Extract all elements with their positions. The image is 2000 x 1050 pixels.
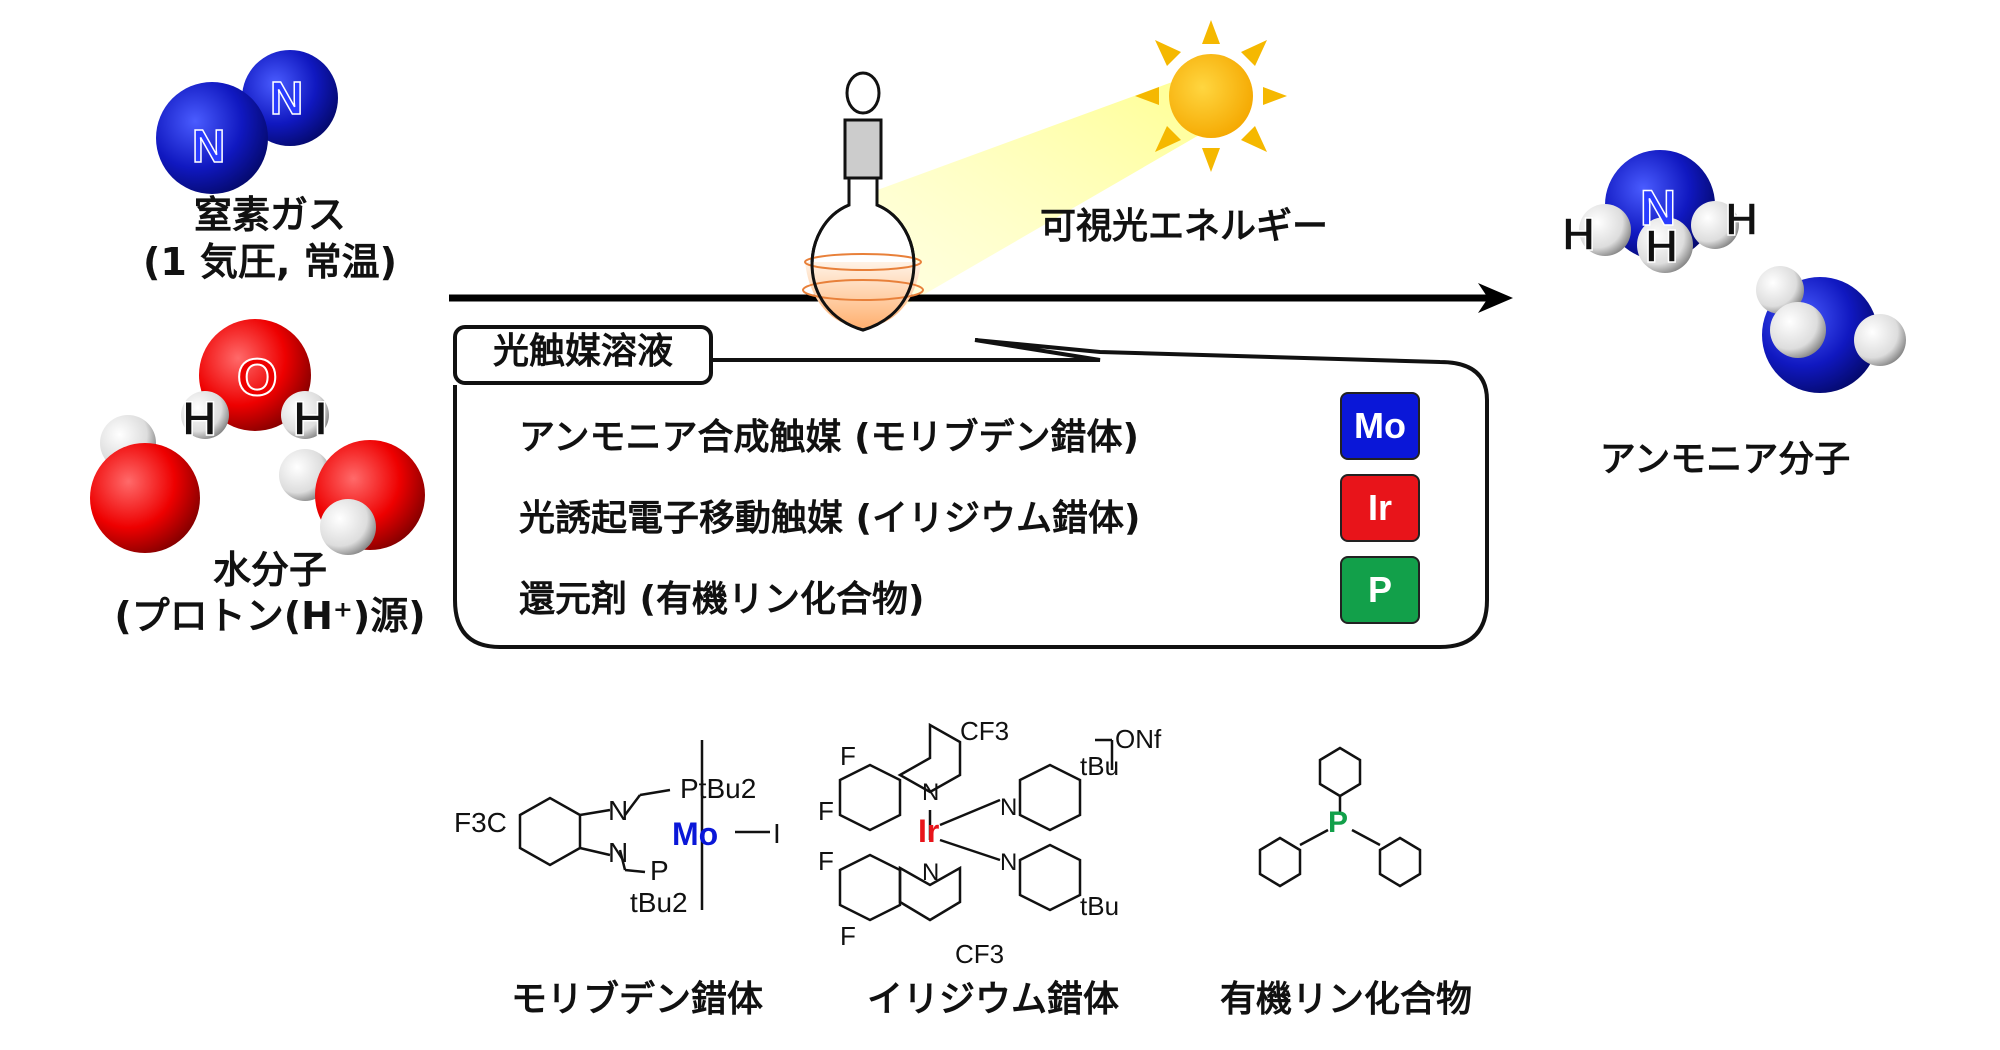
arrow-head-icon xyxy=(1478,283,1513,313)
atom-label: N xyxy=(270,72,303,124)
svg-text:N: N xyxy=(922,779,939,806)
water-sublabel: (プロトン(H⁺)源) xyxy=(114,594,426,638)
svg-text:H: H xyxy=(182,393,217,446)
p-badge: P xyxy=(1340,556,1420,624)
svg-text:N: N xyxy=(608,837,628,868)
svg-text:N: N xyxy=(1000,849,1017,876)
iridium-complex-structure: F F F F CF3 CF3 N N N N tBu tBu ONf Ir xyxy=(818,720,1162,969)
svg-text:PtBu2: PtBu2 xyxy=(680,773,756,804)
ammonia-label: アンモニア分子 xyxy=(1599,439,1851,480)
catalyst-structures: F3C N N PtBu2 P tBu2 I Mo F F F F CF3 CF… xyxy=(454,720,1422,969)
svg-text:H: H xyxy=(1645,220,1678,272)
svg-text:Mo: Mo xyxy=(672,816,718,852)
svg-text:N: N xyxy=(1640,180,1676,236)
svg-text:P: P xyxy=(650,855,669,886)
svg-text:I: I xyxy=(773,818,781,849)
reaction-scheme xyxy=(449,20,1513,649)
mo-badge: Mo xyxy=(1340,392,1420,460)
svg-text:tBu2: tBu2 xyxy=(630,887,688,918)
svg-text:CF3: CF3 xyxy=(955,939,1004,969)
svg-text:H: H xyxy=(1725,193,1758,245)
catalyst-row-mo: アンモニア合成触媒 (モリブデン錯体) xyxy=(519,417,1139,458)
visible-light-label: 可視光エネルギー xyxy=(1040,206,1329,247)
organophosphorus-label: 有機リン化合物 xyxy=(1219,979,1472,1020)
atom-label: N xyxy=(192,120,225,172)
nitrogen-sublabel: (1 気圧, 常温) xyxy=(142,240,398,284)
svg-text:F: F xyxy=(818,846,834,876)
iridium-complex-label: イリジウム錯体 xyxy=(866,979,1119,1020)
svg-text:tBu: tBu xyxy=(1080,751,1119,781)
ir-badge: Ir xyxy=(1340,474,1420,542)
solution-tag-box xyxy=(453,325,713,385)
svg-text:ONf: ONf xyxy=(1115,724,1162,754)
svg-text:tBu: tBu xyxy=(1080,891,1119,921)
light-beam xyxy=(850,70,1225,320)
svg-text:CF3: CF3 xyxy=(960,720,1009,746)
svg-text:F: F xyxy=(840,741,856,771)
sun-icon xyxy=(1135,20,1287,172)
svg-text:H: H xyxy=(1562,208,1595,260)
svg-text:N: N xyxy=(1000,794,1017,821)
reductant-row-p: 還元剤 (有機リン化合物) xyxy=(519,579,925,620)
ammonia-molecules-icon: N H H H xyxy=(1561,150,1906,393)
svg-text:F3C: F3C xyxy=(454,807,507,838)
svg-text:O: O xyxy=(237,349,277,407)
flask-icon xyxy=(802,71,924,332)
svg-text:N: N xyxy=(922,859,939,886)
molybdenum-complex-label: モリブデン錯体 xyxy=(510,979,763,1020)
svg-text:H: H xyxy=(293,393,328,446)
nitrogen-label: 窒素ガス xyxy=(193,193,346,237)
triphenylphosphine-structure: P xyxy=(1258,746,1422,888)
water-label: 水分子 xyxy=(212,548,327,592)
nitrogen-molecule-icon: N N xyxy=(156,50,338,194)
svg-text:F: F xyxy=(818,796,834,826)
catalyst-row-ir: 光誘起電子移動触媒 (イリジウム錯体) xyxy=(519,498,1141,539)
svg-text:P: P xyxy=(1328,806,1348,839)
water-molecules-icon: O H H xyxy=(90,319,425,555)
svg-text:N: N xyxy=(608,795,628,826)
solution-callout-box xyxy=(453,338,1489,649)
solution-tag: 光触媒溶液 xyxy=(492,331,673,372)
svg-text:Ir: Ir xyxy=(918,813,939,849)
svg-text:F: F xyxy=(840,921,856,951)
molybdenum-complex-structure: F3C N N PtBu2 P tBu2 I Mo xyxy=(454,740,781,918)
